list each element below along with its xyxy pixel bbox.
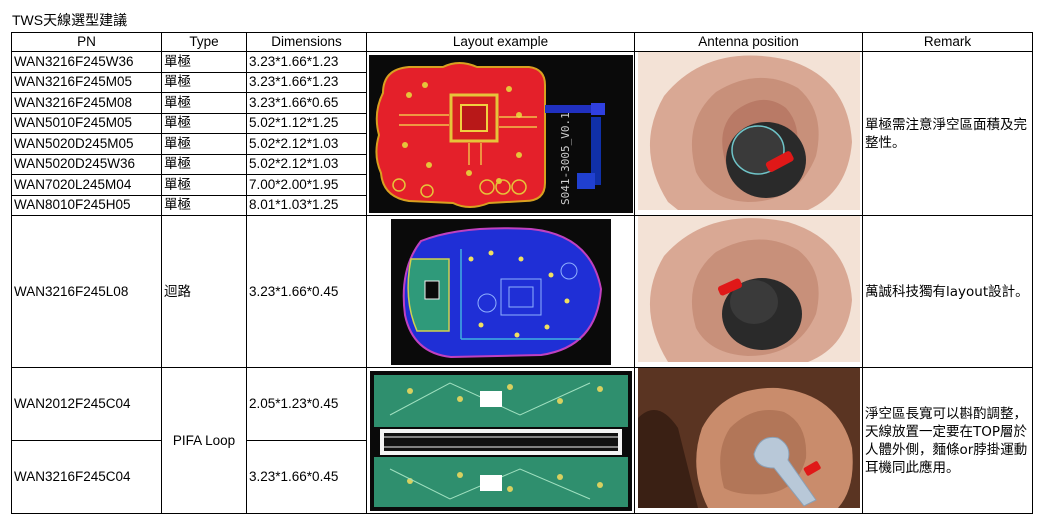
dimension-cell: 3.23*1.66*0.45 [246, 440, 367, 514]
pn-cell: WAN8010F245H05 [11, 194, 162, 216]
antenna-marker [803, 461, 821, 476]
remark-pifa: 淨空區長寬可以斟酌調整，天線放置一定要在TOP層於人體外側，麵條or脖掛運動耳機… [862, 367, 1033, 514]
remark-monopole: 單極需注意淨空區面積及完整性。 [862, 51, 1033, 216]
header-pn: PN [11, 32, 162, 52]
ear-earbud-photo [637, 52, 860, 210]
dimension-cell: 5.02*2.12*1.03 [246, 133, 367, 155]
header-layout-example: Layout example [366, 32, 635, 52]
table-row: WAN5020D245M05 單極 5.02*2.12*1.03 [11, 133, 1033, 155]
type-cell: PIFA Loop [161, 367, 247, 514]
type-cell: 單極 [161, 174, 247, 196]
type-cell: 迴路 [161, 215, 247, 368]
antenna-marker [717, 278, 742, 296]
ear-earbud-photo [637, 216, 860, 362]
header-dimensions: Dimensions [246, 32, 367, 52]
type-cell: 單極 [161, 112, 247, 134]
pn-cell: WAN2012F245C04 [11, 367, 162, 441]
pn-cell: WAN3216F245L08 [11, 215, 162, 368]
type-cell: 單極 [161, 51, 247, 73]
pn-cell: WAN5010F245M05 [11, 112, 162, 134]
pcb-silkscreen-text: S041-3005_V0.1 [559, 112, 572, 205]
table-row: WAN2012F245C04 PIFA Loop 2.05*1.23*0.45 [11, 367, 1033, 514]
dimension-cell: 2.05*1.23*0.45 [246, 367, 367, 441]
table-row: WAN3216F245L08 迴路 3.23*1.66*0.45 [11, 215, 1033, 368]
dimension-cell: 3.23*1.66*1.23 [246, 71, 367, 93]
antenna-marker [765, 151, 794, 172]
table-row: WAN8010F245H05 單極 8.01*1.03*1.25 [11, 194, 1033, 216]
layout-example-pifa [366, 367, 635, 514]
page-title: TWS天線選型建議 [12, 12, 128, 28]
ear-sport-earbud-photo [637, 368, 860, 508]
pn-cell: WAN5020D245M05 [11, 133, 162, 155]
pn-cell: WAN3216F245M05 [11, 71, 162, 93]
layout-example-monopole: S041-3005_V0.1 [366, 51, 635, 216]
header-remark: Remark [862, 32, 1033, 52]
dimension-cell: 3.23*1.66*0.65 [246, 92, 367, 114]
header-row: PN Type Dimensions Layout example Antenn… [11, 32, 1033, 52]
pn-cell: WAN5020D245W36 [11, 153, 162, 175]
type-cell: 單極 [161, 194, 247, 216]
type-cell: 單極 [161, 71, 247, 93]
table-row: WAN3216F245W36 單極 3.23*1.66*1.23 [11, 51, 1033, 216]
table-row: WAN3216F245C04 3.23*1.66*0.45 [11, 440, 1033, 514]
type-cell: 單極 [161, 153, 247, 175]
type-cell: 單極 [161, 133, 247, 155]
dimension-cell: 5.02*1.12*1.25 [246, 112, 367, 134]
type-cell: 單極 [161, 92, 247, 114]
header-antenna-position: Antenna position [634, 32, 863, 52]
pn-cell: WAN3216F245C04 [11, 440, 162, 514]
pn-cell: WAN7020L245M04 [11, 174, 162, 196]
layout-example-loop [366, 215, 635, 368]
pn-cell: WAN3216F245W36 [11, 51, 162, 73]
pcb-layout-loop [390, 218, 611, 365]
remark-loop: 萬誠科技獨有layout設計。 [862, 215, 1033, 368]
dimension-cell: 5.02*2.12*1.03 [246, 153, 367, 175]
antenna-selection-table: PN Type Dimensions Layout example Antenn… [11, 32, 1033, 514]
antenna-position-pifa [634, 367, 863, 514]
pcb-layout-monopole: S041-3005_V0.1 [369, 54, 633, 213]
dimension-cell: 7.00*2.00*1.95 [246, 174, 367, 196]
antenna-position-monopole [634, 51, 863, 216]
dimension-cell: 8.01*1.03*1.25 [246, 194, 367, 216]
header-type: Type [161, 32, 247, 52]
dimension-cell: 3.23*1.66*0.45 [246, 215, 367, 368]
dimension-cell: 3.23*1.66*1.23 [246, 51, 367, 73]
antenna-position-loop [634, 215, 863, 368]
pcb-layout-pifa [369, 370, 632, 511]
table-row: WAN3216F245M08 單極 3.23*1.66*0.65 [11, 92, 1033, 114]
table-row: WAN5020D245W36 單極 5.02*2.12*1.03 [11, 153, 1033, 175]
pn-cell: WAN3216F245M08 [11, 92, 162, 114]
